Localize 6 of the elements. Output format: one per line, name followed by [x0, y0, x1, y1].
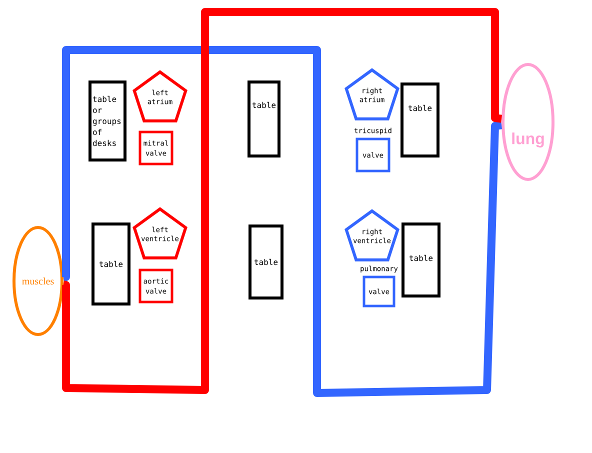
table-box: table — [248, 80, 280, 158]
table-box: table — [402, 222, 440, 298]
table-box: table or groups of desks — [88, 80, 126, 162]
table-box: table — [92, 222, 130, 306]
table-box: table — [400, 82, 440, 158]
table-box: table — [248, 224, 284, 300]
